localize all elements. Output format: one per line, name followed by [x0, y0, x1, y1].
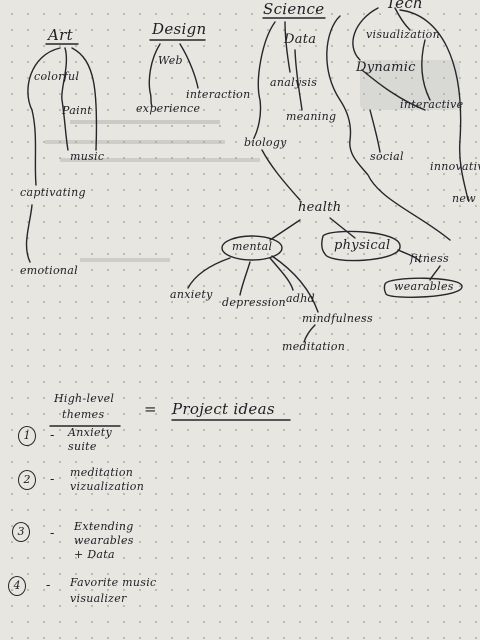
health-word-mental: mental: [232, 240, 273, 253]
category-tech: Tech: [386, 0, 423, 12]
idea-2-dash: -: [50, 472, 55, 487]
health-to-mental: [269, 219, 301, 241]
mental-circle: [221, 235, 283, 261]
science-branch-data: [284, 21, 291, 73]
tech-word-interactive: interactive: [400, 98, 464, 111]
science-word-analysis: analysis: [270, 76, 318, 89]
tech-word-social: social: [370, 150, 404, 163]
idea-3-line2: wearables: [74, 534, 134, 547]
biology-to-health: [261, 149, 301, 201]
art-word-emotional: emotional: [20, 264, 78, 277]
art-word-paint: Paint: [62, 104, 92, 117]
idea-3-line3: + Data: [74, 548, 115, 561]
idea-1-line2: suite: [68, 440, 97, 453]
mindfulness-to-meditation: [303, 324, 316, 343]
idea-3-line1: Extending: [74, 520, 134, 533]
tech-branch-outer: [326, 15, 451, 241]
health-word: health: [298, 200, 342, 215]
idea-2-line1: meditation: [70, 466, 134, 479]
idea-2-number: 2: [18, 470, 36, 490]
health-word-wearables: wearables: [394, 280, 454, 293]
themes-equals: =: [144, 400, 157, 418]
idea-1-number: 1: [18, 426, 36, 446]
tech-word-new: new: [452, 192, 476, 205]
tech-branch-social: [369, 109, 381, 153]
tech-branch-link: [361, 69, 426, 111]
idea-4-line2: visualizer: [70, 592, 127, 605]
project-ideas-heading: Project ideas: [172, 400, 275, 418]
science-word-data: Data: [284, 32, 317, 47]
idea-4-dash: -: [46, 578, 51, 593]
health-word-depression: depression: [222, 296, 286, 309]
tech-branch-innovative: [399, 9, 469, 201]
art-branch-left: [27, 47, 61, 186]
category-design: Design: [152, 20, 207, 38]
art-branch-emotional: [25, 204, 33, 263]
science-word-meaning: meaning: [286, 110, 337, 123]
design-branch-left: [148, 43, 161, 107]
wearables-outline: [383, 277, 463, 298]
health-word-fitness: fitness: [410, 252, 449, 265]
tech-branch-dynamic: [352, 7, 379, 61]
category-science: Science: [263, 0, 325, 18]
tech-branch-visualization: [394, 7, 411, 31]
category-art: Art: [48, 26, 73, 44]
physical-outline: [321, 230, 401, 262]
design-word-web: Web: [158, 54, 183, 67]
health-word-mindfulness: mindfulness: [302, 312, 373, 325]
health-word-physical: physical: [334, 238, 391, 253]
idea-4-number: 4: [8, 576, 26, 596]
art-branch-mid: [61, 47, 69, 151]
physical-to-fitness: [397, 249, 421, 263]
tech-word-visualization: visualization: [366, 28, 440, 41]
idea-3-dash: -: [50, 526, 55, 541]
design-word-interaction: interaction: [186, 88, 251, 101]
design-branch-right: [179, 43, 199, 89]
science-word-biology: biology: [244, 136, 287, 149]
mental-to-adhd: [269, 257, 294, 291]
idea-3-number: 3: [12, 522, 30, 542]
art-branch-right: [71, 47, 98, 151]
idea-2-line2: vizualization: [70, 480, 145, 493]
science-branch-analysis: [294, 49, 303, 111]
health-to-physical: [329, 217, 356, 239]
idea-4-line1: Favorite music: [70, 576, 157, 589]
themes-label-line2: themes: [62, 408, 105, 421]
tech-word-innovative: innovative: [430, 160, 480, 173]
health-word-meditation: meditation: [282, 340, 346, 353]
fitness-to-wearables: [429, 265, 441, 281]
art-word-colorful: colorful: [34, 70, 80, 83]
mental-to-anxiety: [187, 257, 231, 289]
science-branch-left: [253, 21, 276, 139]
health-word-anxiety: anxiety: [170, 288, 213, 301]
mental-to-depression: [239, 261, 251, 296]
mental-to-mindfulness: [271, 255, 319, 313]
art-word-music: music: [70, 150, 105, 163]
idea-1-line1: Anxiety: [68, 426, 112, 439]
design-word-experience: experience: [136, 102, 201, 115]
tech-branch-interactive: [421, 39, 431, 101]
idea-1-dash: -: [50, 428, 55, 443]
health-word-adhd: adhd: [286, 292, 315, 305]
art-word-captivating: captivating: [20, 186, 86, 199]
tech-word-dynamic: Dynamic: [356, 60, 416, 75]
themes-label-line1: High-level: [54, 392, 115, 405]
